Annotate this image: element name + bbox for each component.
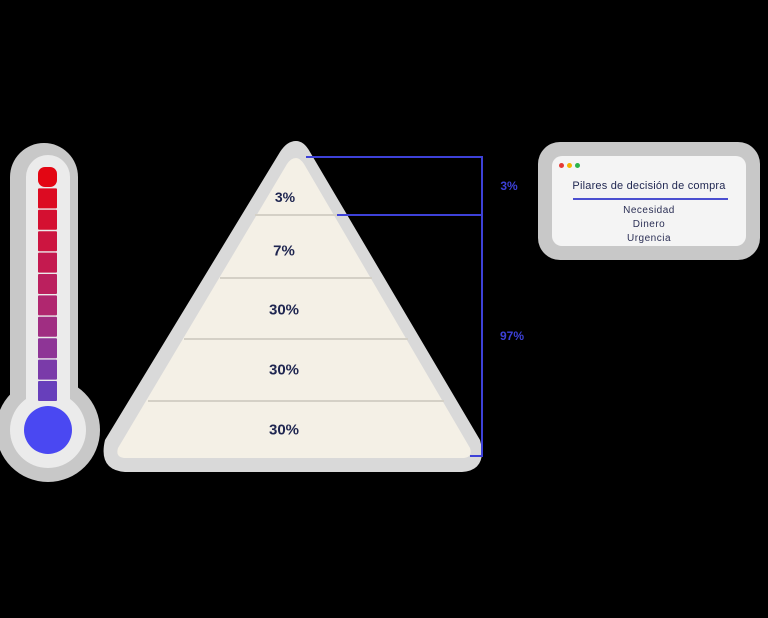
thermometer-segments xyxy=(38,167,57,401)
thermometer-segment xyxy=(38,359,57,380)
thermometer-bulb xyxy=(24,406,72,454)
thermometer-segment xyxy=(38,231,57,252)
bracket-lines xyxy=(306,156,483,457)
thermometer-segment xyxy=(38,295,57,316)
card-title: Pilares de decisión de compra xyxy=(572,180,726,192)
bracket-label-top: 3% xyxy=(500,179,518,193)
close-dot-icon xyxy=(559,163,564,168)
tier-label-3: 30% xyxy=(268,301,300,319)
card-item-necesidad: Necesidad xyxy=(623,205,675,216)
card-divider xyxy=(573,198,728,200)
thermometer-segment xyxy=(38,274,57,294)
thermometer-segment xyxy=(38,338,57,359)
bracket-label-bottom: 97% xyxy=(499,329,525,343)
thermometer-segment xyxy=(38,316,57,337)
card-item-urgencia: Urgencia xyxy=(626,233,672,244)
decision-pillars-card: Pilares de decisión de compra Necesidad … xyxy=(552,156,746,246)
thermometer-segment xyxy=(38,209,57,230)
tier-label-1: 3% xyxy=(274,189,296,205)
bottom-bracket xyxy=(470,215,483,457)
card-item-dinero: Dinero xyxy=(632,219,666,230)
tier-label-5: 30% xyxy=(268,421,300,439)
card-items: Necesidad Dinero Urgencia xyxy=(552,204,746,246)
pyramid-dividers xyxy=(148,214,444,402)
top-bracket xyxy=(306,156,483,216)
tier-label-2: 7% xyxy=(273,242,295,260)
thermometer-segment xyxy=(38,167,57,187)
window-dots xyxy=(559,163,580,168)
pyramid xyxy=(103,141,482,472)
pyramid-face xyxy=(117,158,471,458)
minimize-dot-icon xyxy=(567,163,572,168)
thermometer-segment xyxy=(38,252,57,273)
tier-label-4: 30% xyxy=(268,361,300,379)
thermometer-segment xyxy=(38,381,57,401)
thermometer xyxy=(0,143,100,482)
thermometer-segment xyxy=(38,188,57,209)
maximize-dot-icon xyxy=(575,163,580,168)
